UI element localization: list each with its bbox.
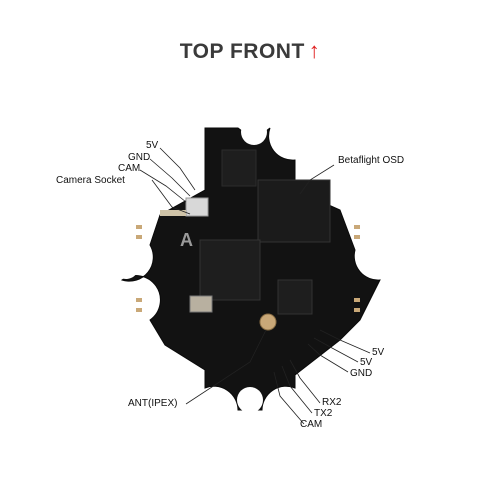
ipex-connector: [259, 313, 277, 331]
label-tx2: TX2: [314, 408, 333, 419]
mount-hole-left: [113, 253, 139, 279]
gyro-chip: [277, 279, 313, 315]
chip-top: [221, 149, 257, 187]
title-text: TOP FRONT: [179, 40, 305, 63]
right-pad-row: [354, 225, 360, 312]
leader-lines: [139, 147, 371, 425]
mount-hole-top: [241, 119, 267, 145]
mcu-chip: [199, 239, 261, 301]
osd-chip: [257, 179, 331, 243]
label-5v-right: 5V: [372, 347, 385, 358]
label-gnd-right: GND: [350, 368, 373, 379]
label-rx2: RX2: [322, 397, 342, 408]
camera-socket-connector: [185, 197, 209, 217]
up-arrow-icon: ↑: [308, 38, 321, 63]
label-ant-ipex: ANT(IPEX): [128, 398, 178, 409]
mount-hole-bottom: [237, 387, 263, 413]
crystal: [189, 295, 213, 313]
label-gnd-top: GND: [128, 152, 151, 163]
label-cam-top: CAM: [118, 163, 141, 174]
label-5v-top: 5V: [146, 140, 159, 151]
camera-socket-pads: [160, 210, 186, 216]
mount-hole-right: [363, 253, 389, 279]
label-5v-right-2: 5V: [360, 357, 373, 368]
board-logo: A: [180, 230, 193, 250]
label-camera-socket: Camera Socket: [56, 175, 125, 186]
label-cam-bottom: CAM: [300, 419, 323, 430]
left-pad-row: [136, 225, 142, 312]
page-title: TOP FRONT↑: [0, 38, 500, 64]
label-betaflight-osd: Betaflight OSD: [338, 155, 405, 166]
